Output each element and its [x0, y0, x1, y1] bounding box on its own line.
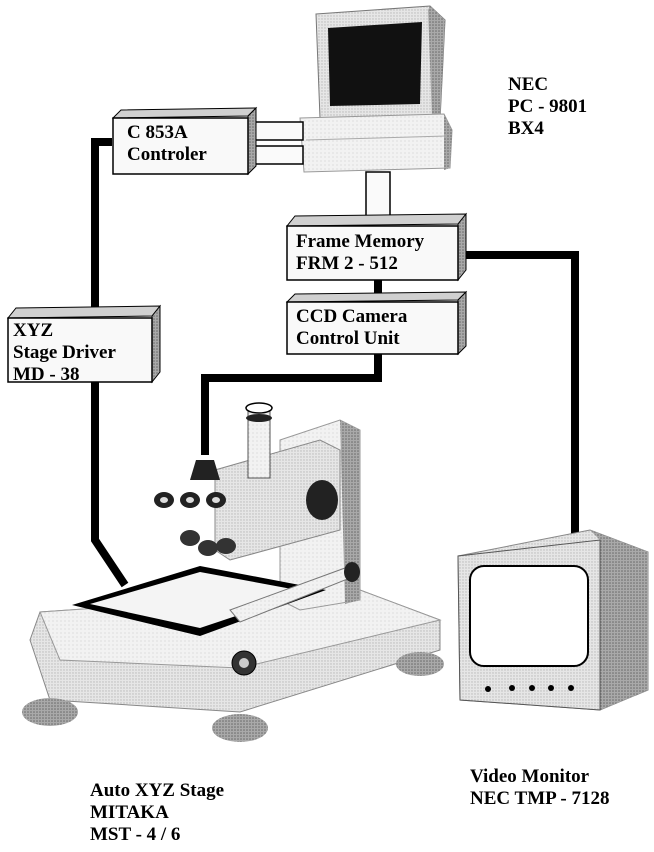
auto-stage-label-line-1: Auto XYZ Stage — [90, 780, 224, 802]
ccd-unit-label-line-1: CCD Camera — [296, 306, 407, 328]
pc-computer — [245, 6, 452, 224]
frame-memory-label-line-2: FRM 2 - 512 — [296, 253, 424, 275]
video-monitor — [458, 530, 648, 710]
stage-driver-label-line-2: Stage Driver — [13, 342, 116, 364]
controller-label: C 853A Controler — [127, 122, 207, 166]
pc-label: NEC PC - 9801 BX4 — [508, 74, 587, 140]
ccd-unit-label: CCD Camera Control Unit — [296, 306, 407, 350]
auto-stage-label: Auto XYZ Stage MITAKA MST - 4 / 6 — [90, 780, 224, 846]
stage-driver-label-line-1: XYZ — [13, 320, 116, 342]
auto-stage-label-line-2: MITAKA — [90, 802, 224, 824]
stage-driver-label-line-3: MD - 38 — [13, 364, 116, 386]
cable-controller-to-driver — [95, 142, 112, 310]
frame-memory-label: Frame Memory FRM 2 - 512 — [296, 231, 424, 275]
cable-driver-to-stage — [95, 378, 125, 585]
pc-label-line-3: BX4 — [508, 118, 587, 140]
cable-framememory-to-monitor — [465, 255, 575, 535]
stage-driver-label: XYZ Stage Driver MD - 38 — [13, 320, 116, 386]
pc-label-line-2: PC - 9801 — [508, 96, 587, 118]
video-monitor-label-line-2: NEC TMP - 7128 — [470, 788, 610, 810]
video-monitor-label-line-1: Video Monitor — [470, 766, 610, 788]
ccd-unit-label-line-2: Control Unit — [296, 328, 407, 350]
microscope-stage — [22, 403, 444, 742]
pc-screen — [328, 22, 422, 106]
video-monitor-screen — [470, 566, 588, 666]
controller-label-line-1: C 853A — [127, 122, 207, 144]
video-monitor-label: Video Monitor NEC TMP - 7128 — [470, 766, 610, 810]
auto-stage-label-line-3: MST - 4 / 6 — [90, 824, 224, 846]
controller-label-line-2: Controler — [127, 144, 207, 166]
frame-memory-label-line-1: Frame Memory — [296, 231, 424, 253]
pc-label-line-1: NEC — [508, 74, 587, 96]
